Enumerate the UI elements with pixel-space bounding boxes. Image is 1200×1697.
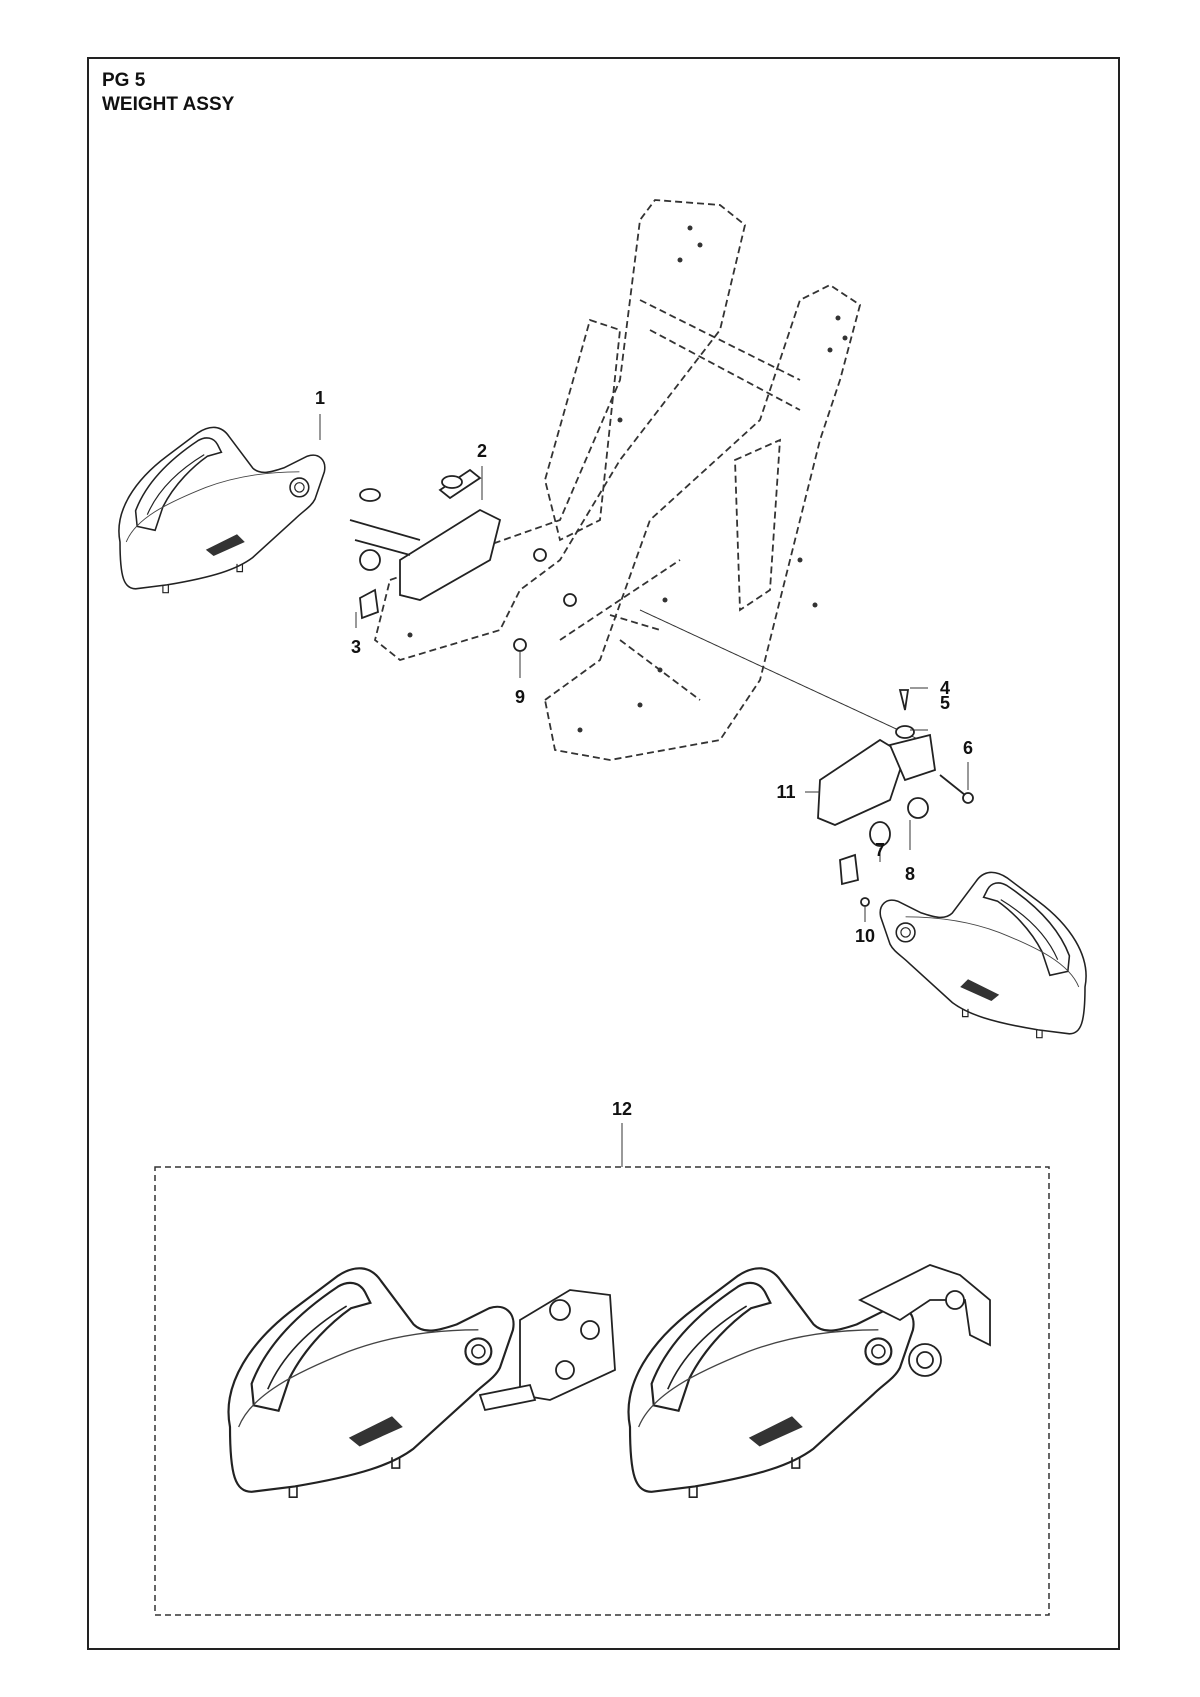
callout-6: 6 [962,738,974,758]
callout-3: 3 [350,637,362,657]
callout-11: 11 [776,782,796,802]
kit-weight-left [227,1267,515,1499]
callout-7: 7 [874,840,886,860]
kit-bracket-left [478,1289,616,1412]
diagram-frame [87,57,1120,1650]
callout-2: 2 [476,441,488,461]
kit-bracket-right [857,1264,991,1377]
page-code: PG 5 [102,70,146,91]
bracket-right [817,689,974,907]
leader-lines-left [319,414,921,741]
callout-10: 10 [854,926,876,946]
page-title: WEIGHT ASSY [102,94,235,115]
callout-9: 9 [514,687,526,707]
callout-5: 5 [939,693,951,713]
callout-12: 12 [611,1099,633,1119]
weight-left [118,426,326,594]
bracket-left [349,468,577,652]
weight-right [879,871,1087,1039]
callout-1: 1 [314,388,326,408]
callout-4: 4 [939,678,951,698]
frame-phantom-outline [373,199,862,761]
frame-holes [407,225,848,733]
leader-lines-right [805,687,969,922]
kit-box [154,1166,1050,1616]
callout-8: 8 [904,864,916,884]
